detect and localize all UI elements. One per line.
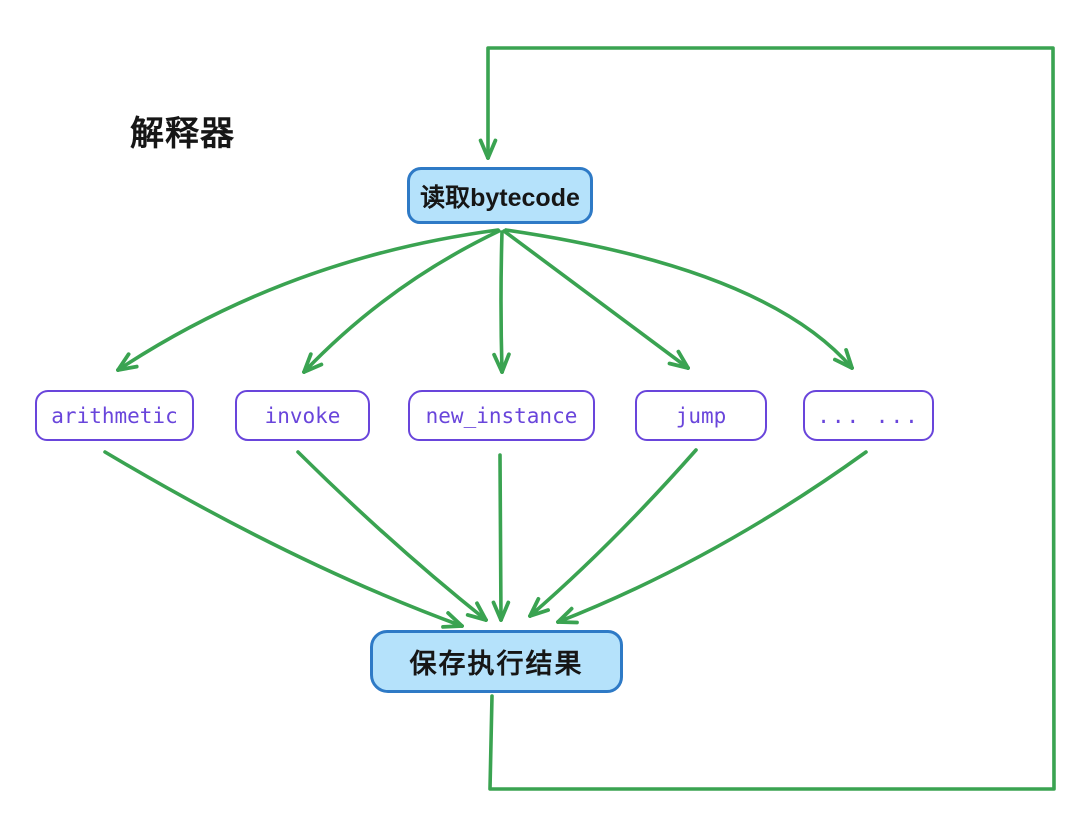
arrowhead: [116, 352, 131, 372]
arrowhead: [492, 352, 504, 374]
arrowhead: [486, 138, 498, 160]
node-more: ... ...: [803, 390, 934, 441]
node-new-instance: new_instance: [408, 390, 595, 441]
arrowhead: [478, 138, 490, 160]
node-save-result: 保存执行结果: [370, 630, 623, 693]
arrowhead: [833, 357, 854, 370]
diagram-title: 解释器: [130, 115, 235, 153]
arrow-read-to-jump: [502, 229, 690, 370]
node-new-instance-label: new_instance: [425, 403, 578, 428]
arrowhead: [116, 364, 139, 372]
arrow-read-to-arithmetic: [116, 228, 500, 372]
node-invoke-label: invoke: [264, 403, 341, 428]
arrow-read-to-new-instance: [499, 230, 504, 374]
arrowhead: [465, 613, 488, 622]
arrow-read-to-more: [504, 228, 854, 370]
node-invoke: invoke: [235, 390, 370, 441]
arrowhead: [441, 624, 464, 629]
node-jump: jump: [635, 390, 767, 441]
arrowhead: [528, 597, 541, 618]
arrow-invoke-to-save: [296, 450, 488, 622]
node-jump-label: jump: [675, 403, 727, 428]
arrowhead: [676, 349, 690, 370]
arrowhead: [446, 611, 464, 628]
node-arithmetic: arithmetic: [35, 390, 194, 441]
arrowhead: [475, 601, 488, 622]
node-arithmetic-label: arithmetic: [51, 403, 178, 428]
arrowhead: [556, 606, 574, 624]
arrowhead: [844, 348, 854, 370]
arrow-new-instance-to-save: [498, 453, 503, 622]
arrowhead: [667, 361, 690, 370]
node-more-label: ... ...: [817, 403, 920, 428]
arrow-loop-save-to-read: [486, 46, 1056, 791]
arrow-jump-to-save: [528, 448, 698, 618]
arrowhead: [302, 352, 313, 374]
arrowhead: [500, 352, 511, 374]
node-read-bytecode-label: 读取bytecode: [420, 183, 580, 212]
arrowhead: [556, 620, 579, 625]
arrowhead: [499, 600, 511, 622]
arrow-arithmetic-to-save: [103, 450, 464, 628]
arrowhead: [528, 608, 550, 618]
node-read-bytecode: 读取bytecode: [407, 167, 593, 224]
arrowhead: [302, 362, 324, 374]
arrow-more-to-save: [556, 450, 868, 624]
node-save-result-label: 保存执行结果: [409, 649, 584, 679]
arrow-read-to-invoke: [302, 229, 501, 374]
arrowhead: [491, 600, 503, 622]
